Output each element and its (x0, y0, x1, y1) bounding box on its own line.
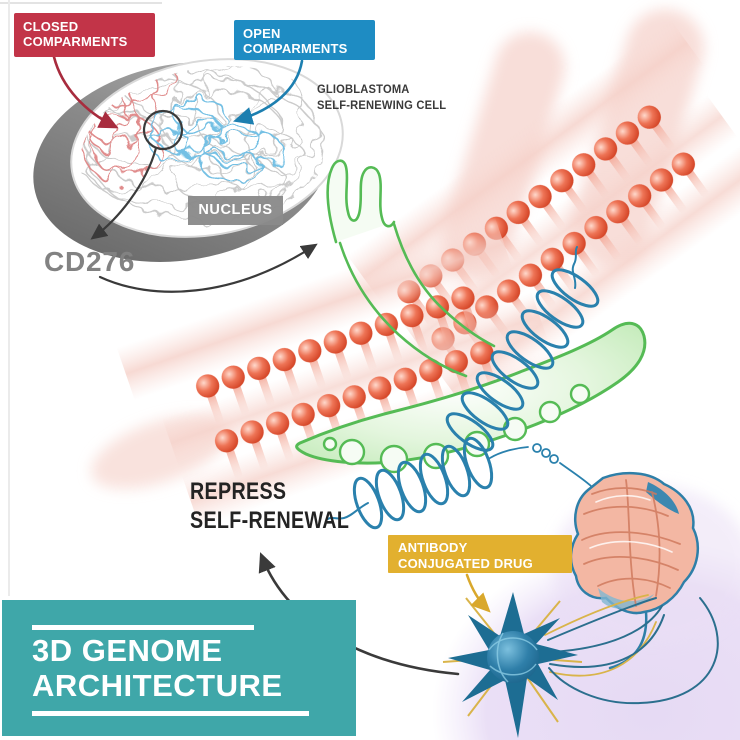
nucleus-label: NUCLEUS (188, 196, 283, 225)
protein-loops-top (326, 159, 396, 244)
open-compartments-line1: OPEN (243, 26, 281, 41)
payload-highlights (589, 494, 673, 553)
protein-neck (392, 222, 496, 348)
antibody-arm-lower (352, 436, 494, 530)
title-banner: 3D GENOME ARCHITECTURE (2, 600, 356, 736)
cd276-label: CD276 (44, 246, 136, 277)
banner-line1: 3D GENOME (32, 633, 223, 668)
antibody-linker (489, 443, 592, 487)
arrow-label-to-drug (465, 573, 491, 613)
zoom-circle (142, 109, 184, 151)
closed-compartments-line1: CLOSED (23, 19, 79, 34)
banner-rule-bottom (32, 711, 309, 716)
closed-compartments-label: CLOSED COMPARMENTS (14, 13, 155, 57)
repress-line2: SELF-RENEWAL (190, 507, 350, 535)
payload-stem (608, 610, 648, 670)
payload-folds (581, 479, 681, 607)
frame-lines (0, 0, 162, 596)
banner-rule-top (32, 625, 254, 630)
arrow-circle-to-cd276 (90, 146, 158, 240)
antibody-arm-tail (327, 502, 369, 520)
arrow-open-to-nucleus (233, 59, 304, 125)
antibody-arm-upper (445, 268, 600, 452)
closed-compartments-line2: COMPARMENTS (23, 34, 128, 50)
banner-line2: ARCHITECTURE (32, 668, 283, 704)
open-compartments-line2: COMPARMENTS (243, 41, 348, 57)
tendrils (544, 594, 719, 705)
lipid-row (209, 337, 510, 489)
antibody-arm-tip-squiggle (571, 246, 578, 289)
lipid-row (190, 282, 491, 434)
antibody-drug-label: ANTIBODY CONJUGATED DRUG (388, 535, 572, 573)
cell-type-label: GLIOBLASTOMA SELF-RENEWING CELL (317, 82, 446, 113)
arrow-closed-to-nucleus (52, 55, 119, 129)
arrows (52, 55, 491, 676)
nanoparticle-arcs (488, 632, 538, 683)
open-compartment-region (149, 96, 286, 180)
antibody-illustration (327, 246, 600, 530)
protein-neck (338, 241, 468, 378)
open-compartments-label: OPEN COMPARMENTS (234, 20, 375, 60)
cell-type-line2: SELF-RENEWING CELL (317, 97, 447, 112)
repress-self-renewal-label: REPRESS SELF-RENEWAL (190, 477, 349, 536)
banner-title: 3D GENOME ARCHITECTURE (32, 633, 283, 703)
nanoparticle-illustration (442, 592, 583, 738)
antibody-drug-line1: ANTIBODY (398, 540, 468, 555)
arrow-cd276-to-membrane (98, 243, 318, 293)
cell-type-line1: GLIOBLASTOMA (317, 82, 410, 96)
antibody-drug-line2: CONJUGATED DRUG (398, 556, 533, 572)
payload-teal-patch (646, 482, 679, 514)
repress-line1: REPRESS (190, 478, 287, 505)
